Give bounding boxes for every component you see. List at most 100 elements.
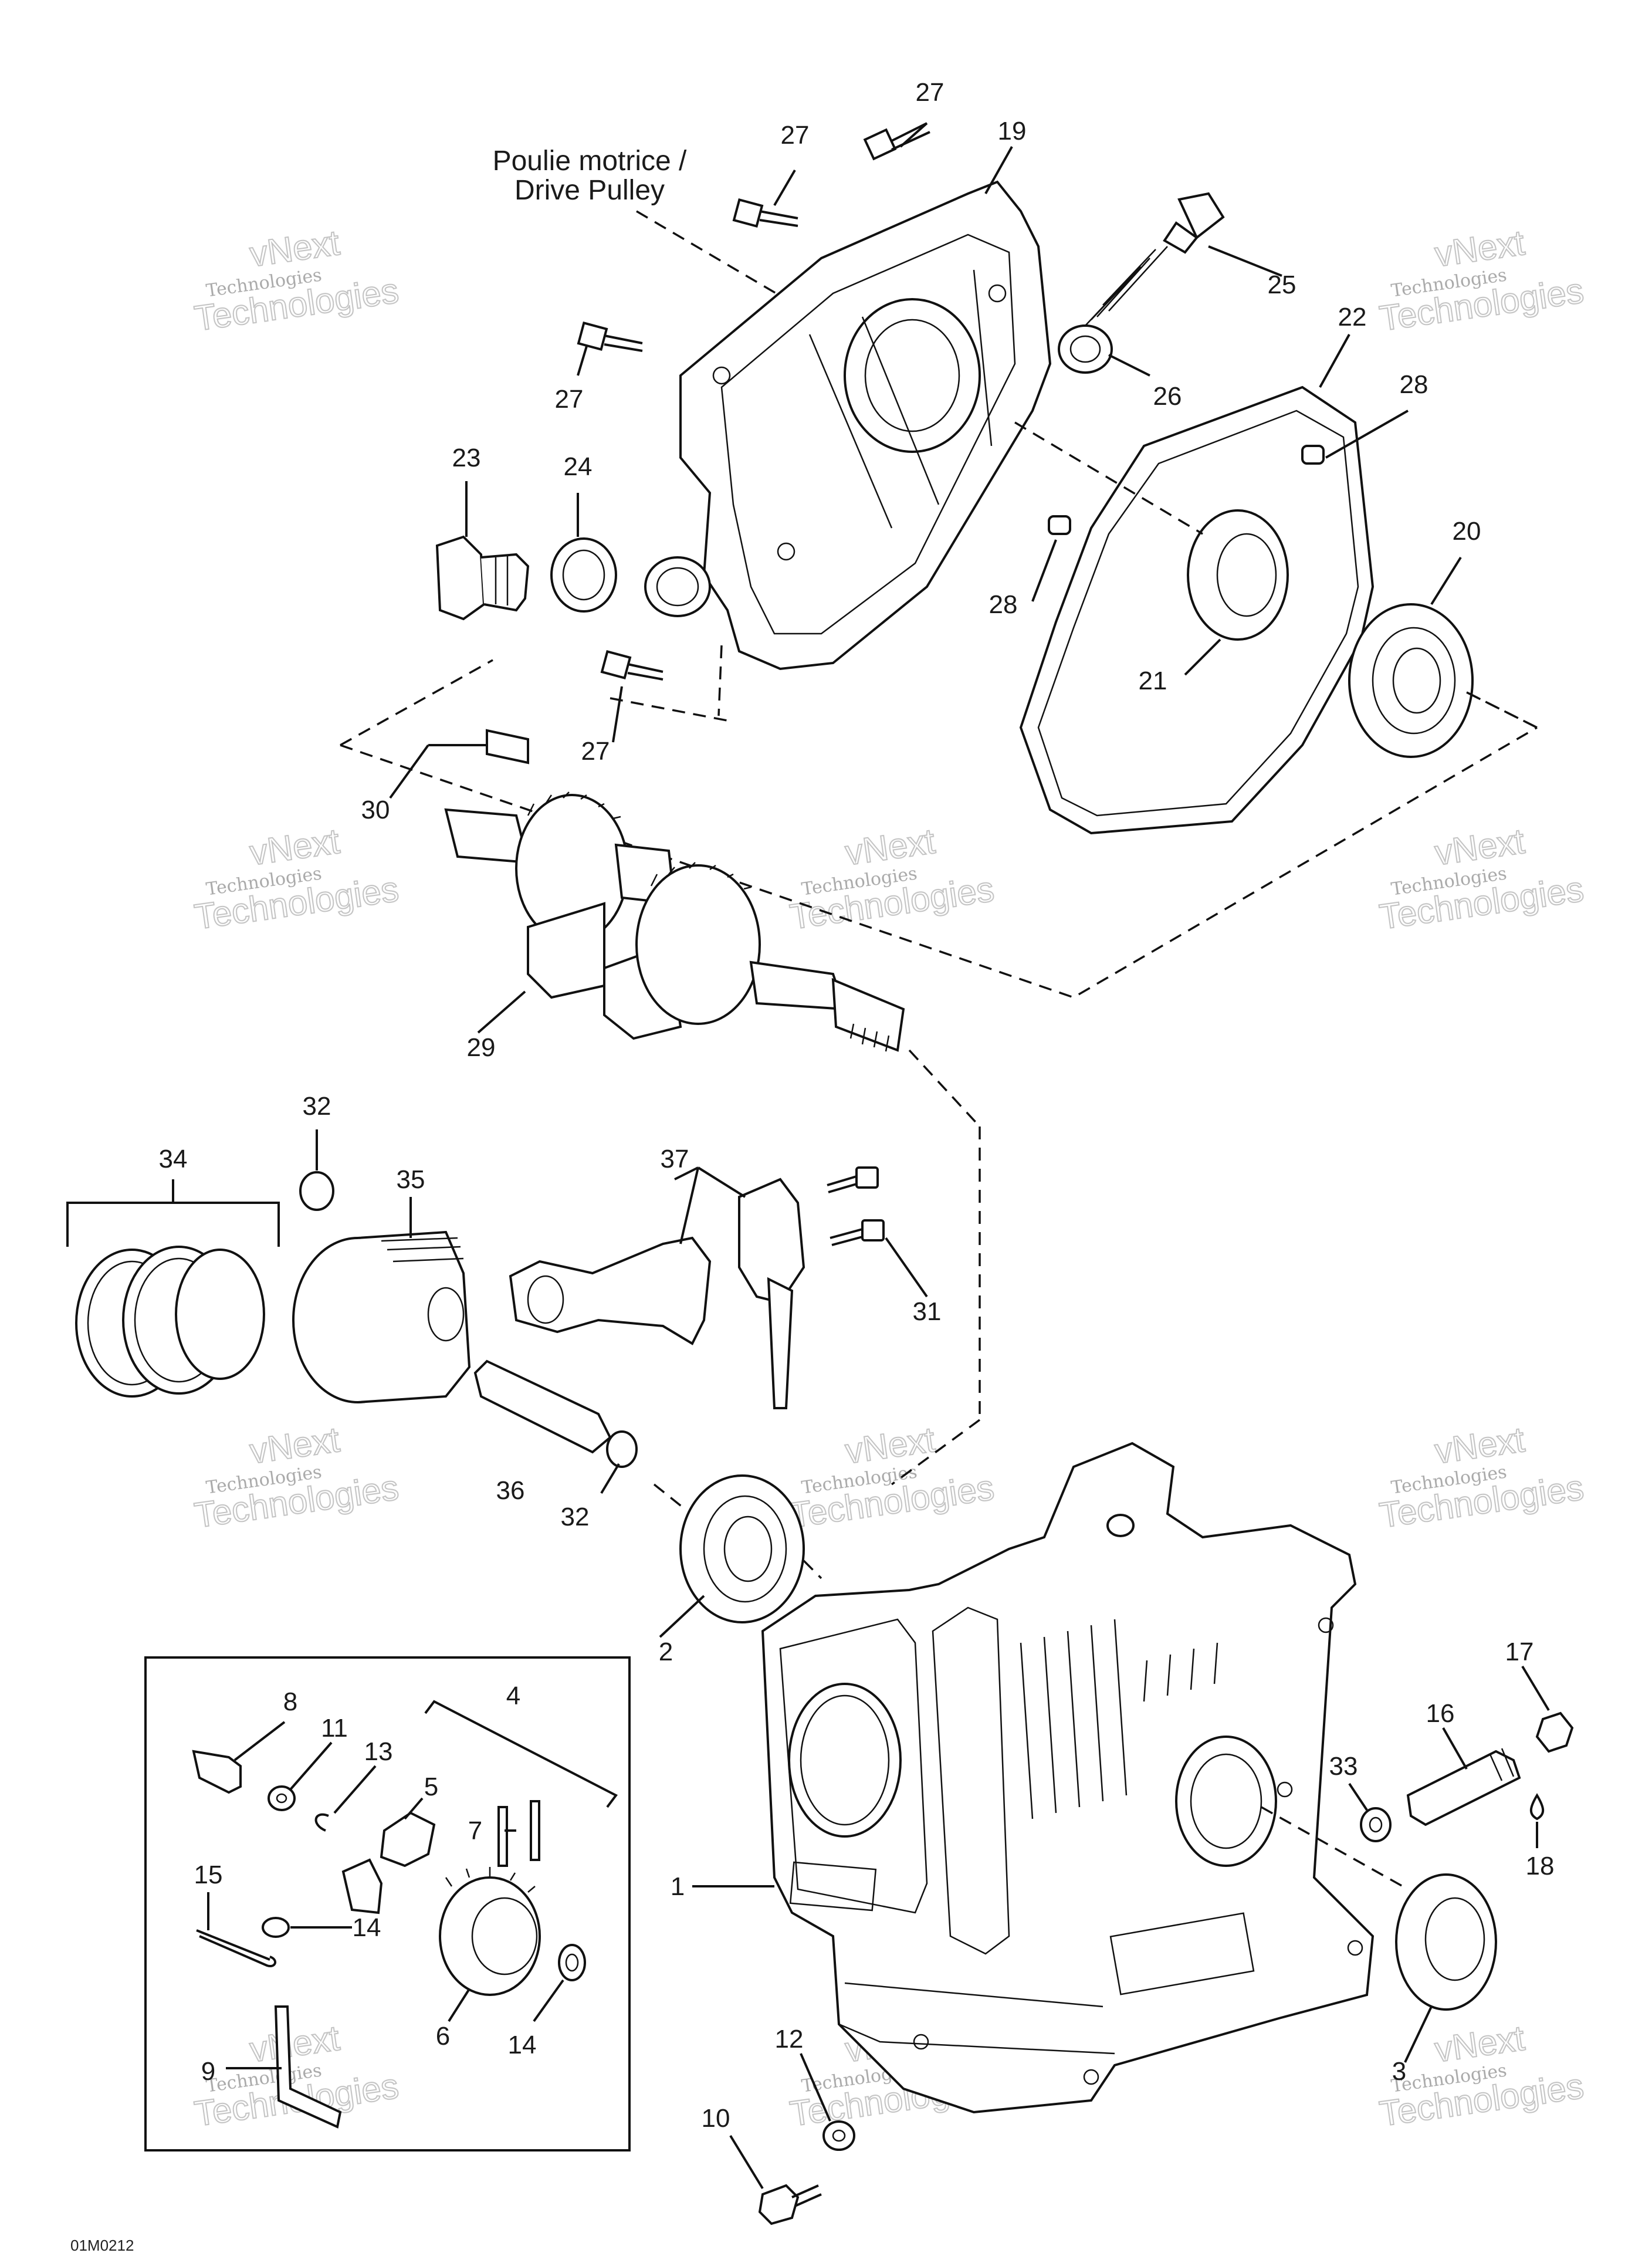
callout-28-lower: 28	[989, 590, 1018, 619]
callout-32-upper: 32	[303, 1092, 331, 1121]
wrist-pin-36[interactable]	[473, 1359, 612, 1454]
callout-9: 9	[201, 2057, 215, 2086]
nut-17[interactable]	[1535, 1711, 1574, 1753]
piston-rings-34[interactable]	[66, 1202, 280, 1398]
crank-axis-leader	[908, 1049, 981, 1128]
crankshaft-enclosure	[340, 659, 1538, 999]
bearing-20[interactable]	[1348, 603, 1474, 758]
drawing-code: 01M0212	[70, 2237, 134, 2253]
callout-22: 22	[1338, 303, 1367, 331]
watermark-brand: vNext	[248, 821, 343, 873]
dowel-pin-28-lower[interactable]	[1048, 515, 1071, 535]
clip-15[interactable]	[196, 1929, 276, 1967]
clip-13[interactable]	[314, 1813, 329, 1832]
drive-pulley-title: Poulie motrice / Drive Pulley	[493, 146, 787, 300]
callout-36: 36	[496, 1476, 525, 1505]
callout-3: 3	[1392, 2057, 1406, 2086]
callout-25: 25	[1268, 270, 1296, 299]
callout-16: 16	[1426, 1699, 1455, 1728]
watermark-brand: vNext	[1433, 2018, 1528, 2070]
callout-29: 29	[467, 1033, 496, 1062]
bearing-axis-leader	[1466, 691, 1538, 729]
governor-assembly-4[interactable]	[424, 1700, 618, 1808]
callout-18: 18	[1526, 1852, 1555, 1880]
callout-24: 24	[564, 452, 593, 481]
governor-gear-6[interactable]	[439, 1867, 541, 1996]
crankcase-1[interactable]	[761, 1442, 1375, 2114]
callout-37: 37	[661, 1145, 689, 1173]
washer-11[interactable]	[268, 1785, 296, 1811]
callout-33: 33	[1329, 1752, 1358, 1781]
callout-27-low: 27	[581, 737, 610, 766]
washer-14-lower[interactable]	[558, 1944, 586, 1981]
washer-33[interactable]	[1360, 1807, 1392, 1842]
callout-34: 34	[159, 1145, 188, 1173]
dowel-pin-28-upper[interactable]	[1301, 445, 1325, 465]
rod-bolt-31-lower[interactable]	[830, 1219, 885, 1246]
callout-19: 19	[998, 117, 1027, 146]
governor-shaft-9[interactable]	[274, 2005, 342, 2129]
watermark-brand: vNext	[248, 223, 343, 275]
rod-bolt-31-upper[interactable]	[827, 1166, 879, 1193]
weight-5[interactable]	[341, 1811, 436, 1914]
callout-8: 8	[283, 1687, 297, 1716]
connecting-rod-37[interactable]	[509, 1178, 805, 1409]
cover-axis-leader	[1014, 421, 1203, 535]
callout-1: 1	[671, 1872, 685, 1901]
governor-inset-box	[144, 1656, 631, 2151]
dipstick-bolt-25[interactable]	[1085, 192, 1225, 326]
governor-shaft-16[interactable]	[1406, 1748, 1521, 1826]
callout-14-lower: 14	[508, 2031, 537, 2059]
gasket-24[interactable]	[550, 537, 617, 613]
washer-12[interactable]	[822, 2120, 855, 2151]
callout-5: 5	[424, 1772, 438, 1801]
drop-18[interactable]	[1529, 1793, 1545, 1821]
watermark-brand: vNext	[1433, 1420, 1528, 1471]
pins-7[interactable]	[497, 1800, 540, 1867]
circlip-32-upper[interactable]	[299, 1171, 334, 1211]
watermark-brand: vNext	[843, 821, 938, 873]
callout-28-upper: 28	[1400, 370, 1428, 399]
bolt-27-left[interactable]	[732, 198, 798, 228]
callout-35: 35	[397, 1165, 425, 1194]
callout-leaders	[172, 122, 1550, 2190]
callout-13: 13	[364, 1737, 393, 1766]
pin-8[interactable]	[192, 1750, 242, 1794]
seal-26[interactable]	[1058, 324, 1113, 374]
washer-14-upper[interactable]	[262, 1917, 290, 1938]
pulley-label-fr: Poulie motrice /	[493, 146, 687, 177]
watermark-brand: vNext	[1433, 223, 1528, 275]
callout-20: 20	[1453, 517, 1481, 546]
callout-32-lower: 32	[561, 1503, 590, 1531]
callout-21: 21	[1139, 667, 1167, 695]
watermark-brand: vNext	[843, 1420, 938, 1471]
drain-bolt-10[interactable]	[758, 2184, 822, 2225]
oil-seal-21[interactable]	[1187, 509, 1289, 641]
callout-31: 31	[913, 1297, 942, 1326]
crankshaft-29[interactable]	[444, 791, 905, 1052]
bolt-27-top[interactable]	[863, 122, 930, 161]
oil-filler-plug-23[interactable]	[435, 535, 530, 621]
callout-26: 26	[1153, 382, 1182, 411]
pulley-leader	[636, 210, 787, 300]
crankcase-cover[interactable]	[644, 180, 1052, 671]
circlip-32-lower[interactable]	[606, 1430, 638, 1468]
bearing-2[interactable]	[679, 1474, 805, 1623]
key-30[interactable]	[486, 729, 529, 764]
callout-17: 17	[1505, 1638, 1534, 1666]
callout-15: 15	[194, 1860, 223, 1889]
callout-numbers: 27 27 19 25 26 22 28 27 23 24 20 28 21 2…	[159, 78, 1555, 2133]
piston-35[interactable]	[292, 1230, 471, 1403]
callout-14-upper: 14	[353, 1913, 381, 1942]
callout-7: 7	[468, 1816, 482, 1845]
bolt-27-mid[interactable]	[577, 321, 643, 352]
pulley-label-en: Drive Pulley	[514, 175, 665, 206]
bolt-27-low[interactable]	[600, 649, 663, 681]
oil-seal-3[interactable]	[1395, 1873, 1497, 2011]
